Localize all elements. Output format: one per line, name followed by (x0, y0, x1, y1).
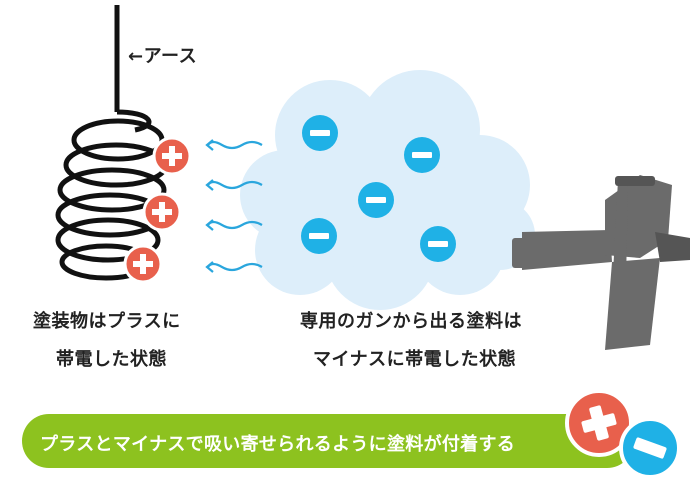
summary-banner (22, 414, 634, 468)
summary-banner-text: プラスとマイナスで吸い寄せられるように塗料が付着する (40, 434, 516, 455)
paint-description-line1: 専用のガンから出る塗料は (300, 311, 522, 332)
minus-charge (404, 137, 440, 173)
paint-description-line2: マイナスに帯電した状態 (313, 349, 517, 370)
earth-label: ←アース (128, 46, 198, 67)
minus-charge (301, 218, 337, 254)
minus-charge (358, 182, 394, 218)
minus-charge (420, 226, 456, 262)
object-description-line2: 帯電した状態 (56, 349, 167, 370)
attraction-wave (205, 139, 263, 151)
plus-charge (152, 136, 192, 176)
attraction-wave (205, 261, 263, 273)
attraction-wave (205, 179, 263, 191)
spray-gun-icon (512, 175, 690, 350)
plus-charge (142, 192, 182, 232)
attraction-wave (205, 219, 263, 231)
minus-charge (302, 115, 338, 151)
object-description-line1: 塗装物はプラスに (33, 311, 181, 332)
plus-charge (123, 244, 163, 284)
